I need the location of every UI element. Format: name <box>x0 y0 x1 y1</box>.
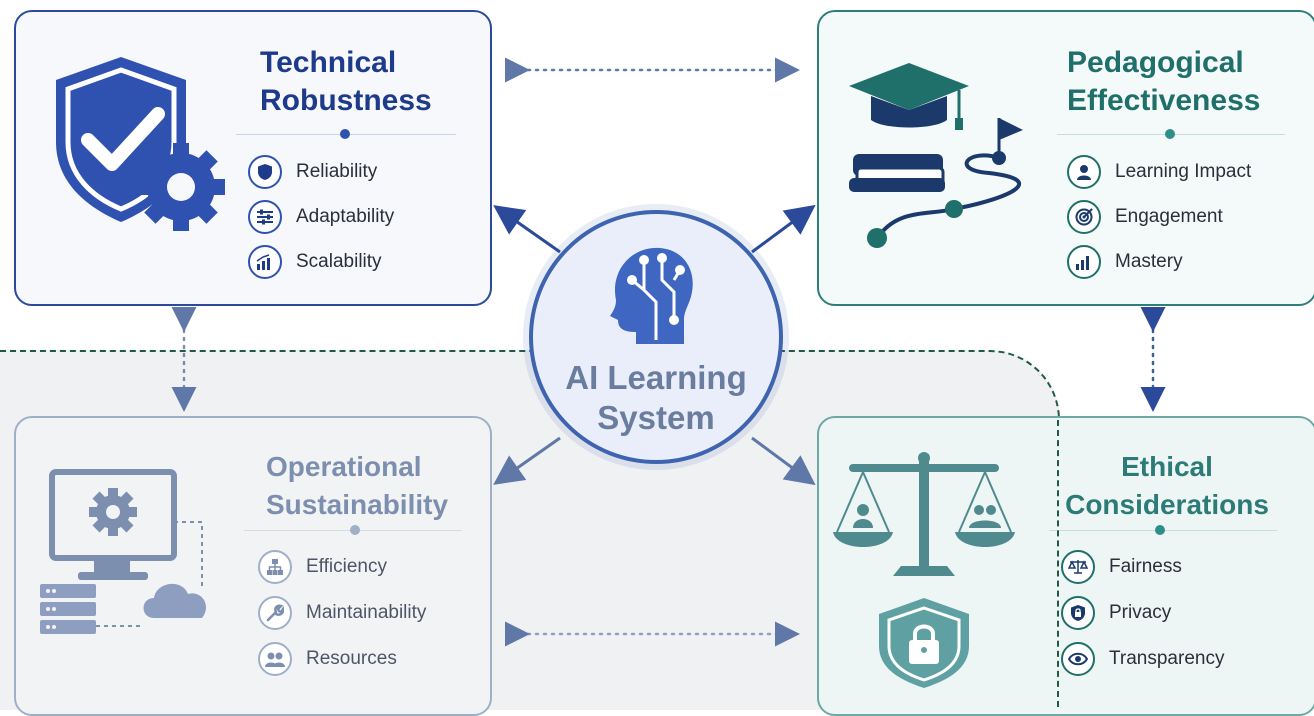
scales-lock-icon <box>833 452 1015 688</box>
technical-robustness-card: Technical Robustness Reliability Adaptab… <box>14 10 492 306</box>
operational-item-label: Maintainability <box>306 602 427 623</box>
operational-title: Operational Sustainability <box>266 451 449 520</box>
technical-title: Technical Robustness <box>260 46 432 117</box>
pedagogical-item-label: Engagement <box>1115 206 1223 227</box>
eye-icon <box>1061 642 1095 676</box>
pedagogical-item-engagement: Engagement <box>1067 200 1223 234</box>
sliders-icon <box>248 200 282 234</box>
operational-item-resources: Resources <box>258 642 397 676</box>
ethical-item-label: Privacy <box>1109 602 1172 623</box>
technical-item-adaptability: Adaptability <box>248 200 394 234</box>
ethical-item-transparency: Transparency <box>1061 642 1224 676</box>
scales-icon <box>1061 550 1095 584</box>
ethical-divider-dot <box>1155 525 1165 535</box>
arrow-to-technical <box>493 205 561 254</box>
wrench-icon <box>258 596 292 630</box>
pedagogical-item-label: Learning Impact <box>1115 161 1252 182</box>
growth-chart-icon <box>248 245 282 279</box>
operational-item-label: Resources <box>306 648 397 669</box>
technical-divider-dot <box>340 129 350 139</box>
target-icon <box>1067 200 1101 234</box>
operational-item-efficiency: Efficiency <box>258 550 387 584</box>
ethical-item-label: Transparency <box>1109 648 1225 669</box>
ethical-considerations-card: Ethical Considerations Fairness Privacy … <box>817 416 1314 716</box>
people-icon <box>258 642 292 676</box>
technical-item-label: Scalability <box>296 251 382 272</box>
ethical-item-privacy: Privacy <box>1061 596 1171 630</box>
technical-item-label: Adaptability <box>296 206 395 227</box>
operational-item-maintainability: Maintainability <box>258 596 426 630</box>
ethical-title: Ethical Considerations <box>1065 451 1269 520</box>
technical-item-label: Reliability <box>296 161 378 182</box>
operational-item-label: Efficiency <box>306 556 387 577</box>
dashed-boundary-overlay <box>1057 420 1059 707</box>
computer-server-cloud-icon <box>40 469 207 634</box>
pedagogical-item-label: Mastery <box>1115 251 1183 272</box>
ethical-item-label: Fairness <box>1109 556 1182 577</box>
hub-title: AI Learning System <box>565 359 747 436</box>
pedagogical-item-mastery: Mastery <box>1067 245 1183 279</box>
shield-icon <box>248 155 282 189</box>
pedagogical-effectiveness-card: Pedagogical Effectiveness Learning Impac… <box>817 10 1314 306</box>
graduation-path-icon <box>849 63 1023 248</box>
pedagogical-item-learning-impact: Learning Impact <box>1067 155 1251 189</box>
arrow-to-ethical <box>751 436 816 486</box>
person-icon <box>1067 155 1101 189</box>
operational-divider-dot <box>350 525 360 535</box>
technical-item-scalability: Scalability <box>248 245 382 279</box>
pedagogical-title: Pedagogical Effectiveness <box>1067 46 1261 117</box>
bar-chart-icon <box>1067 245 1101 279</box>
hierarchy-icon <box>258 550 292 584</box>
arrow-to-pedagogical <box>751 204 816 254</box>
operational-sustainability-card: Operational Sustainability Efficiency Ma… <box>14 416 492 716</box>
shield-check-gear-icon <box>56 57 225 231</box>
pedagogical-divider-dot <box>1165 129 1175 139</box>
ethical-item-fairness: Fairness <box>1061 550 1182 584</box>
lock-shield-icon <box>1061 596 1095 630</box>
ai-head-circuit-icon <box>610 247 693 344</box>
technical-item-reliability: Reliability <box>248 155 377 189</box>
arrow-to-operational <box>493 436 561 485</box>
